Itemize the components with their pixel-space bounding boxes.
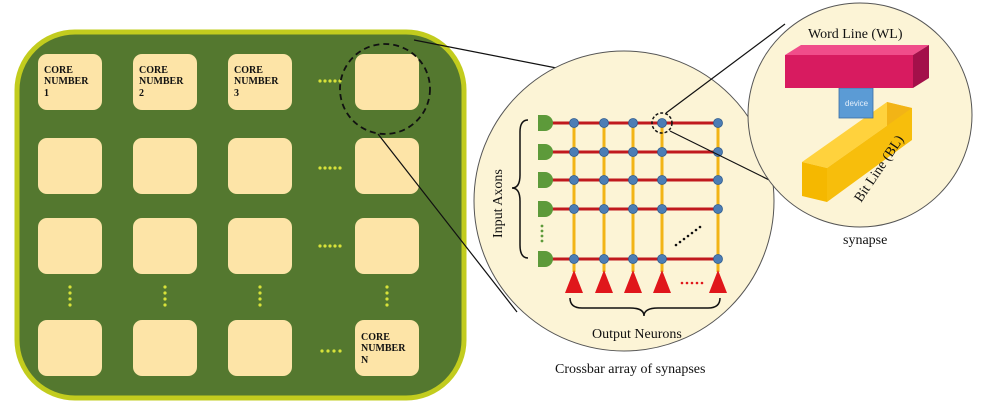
core-r1-last	[355, 54, 419, 110]
core	[133, 138, 197, 194]
axon-dots	[540, 224, 544, 243]
chip-body	[14, 29, 467, 401]
core	[355, 138, 419, 194]
ellipsis-dots	[68, 79, 389, 353]
core	[228, 218, 292, 274]
device: device	[838, 87, 874, 119]
col3-dots	[258, 285, 262, 307]
row4-dots	[320, 349, 342, 353]
neuron-dots	[680, 281, 704, 285]
synapse-zoom-line-top	[665, 23, 786, 114]
input-axons	[538, 115, 553, 267]
input-axons-label: Input Axons	[491, 169, 506, 238]
output-neurons-label: Output Neurons	[592, 327, 682, 342]
core	[133, 320, 197, 376]
synapse-nodes	[569, 118, 723, 264]
input-brace	[511, 119, 529, 259]
core	[228, 320, 292, 376]
row1-dots	[318, 79, 342, 83]
zoom-circle-core	[339, 43, 431, 135]
core	[38, 138, 102, 194]
device-label: device	[845, 99, 869, 108]
core	[355, 218, 419, 274]
core-3	[228, 54, 292, 110]
output-neurons	[565, 270, 727, 293]
zoom-circle-synapse	[651, 112, 673, 134]
word-line	[785, 45, 929, 88]
core	[38, 320, 102, 376]
synapse-view: device Word Line (WL) Bit Line (BL) syna…	[747, 2, 973, 248]
crossbar-caption: Crossbar array of synapses	[555, 362, 705, 377]
core-1	[38, 54, 102, 110]
core	[228, 138, 292, 194]
core-n	[355, 320, 419, 376]
word-line-label: Word Line (WL)	[808, 27, 903, 42]
col2-dots	[163, 285, 167, 307]
output-brace	[569, 297, 721, 317]
core-2	[133, 54, 197, 110]
diagonal-dots	[674, 225, 702, 247]
core	[133, 218, 197, 274]
zoom-line-bottom	[377, 133, 518, 313]
crossbar-view: Input Axons Output Neurons Crossbar arra…	[473, 50, 775, 377]
col1-dots	[68, 285, 72, 307]
bit-line	[802, 102, 912, 202]
row3-dots	[318, 244, 342, 248]
row2-dots	[318, 166, 342, 170]
col4-dots	[385, 285, 389, 307]
core	[38, 218, 102, 274]
synapse-caption: synapse	[843, 233, 887, 248]
crossbar-circle	[473, 50, 775, 352]
